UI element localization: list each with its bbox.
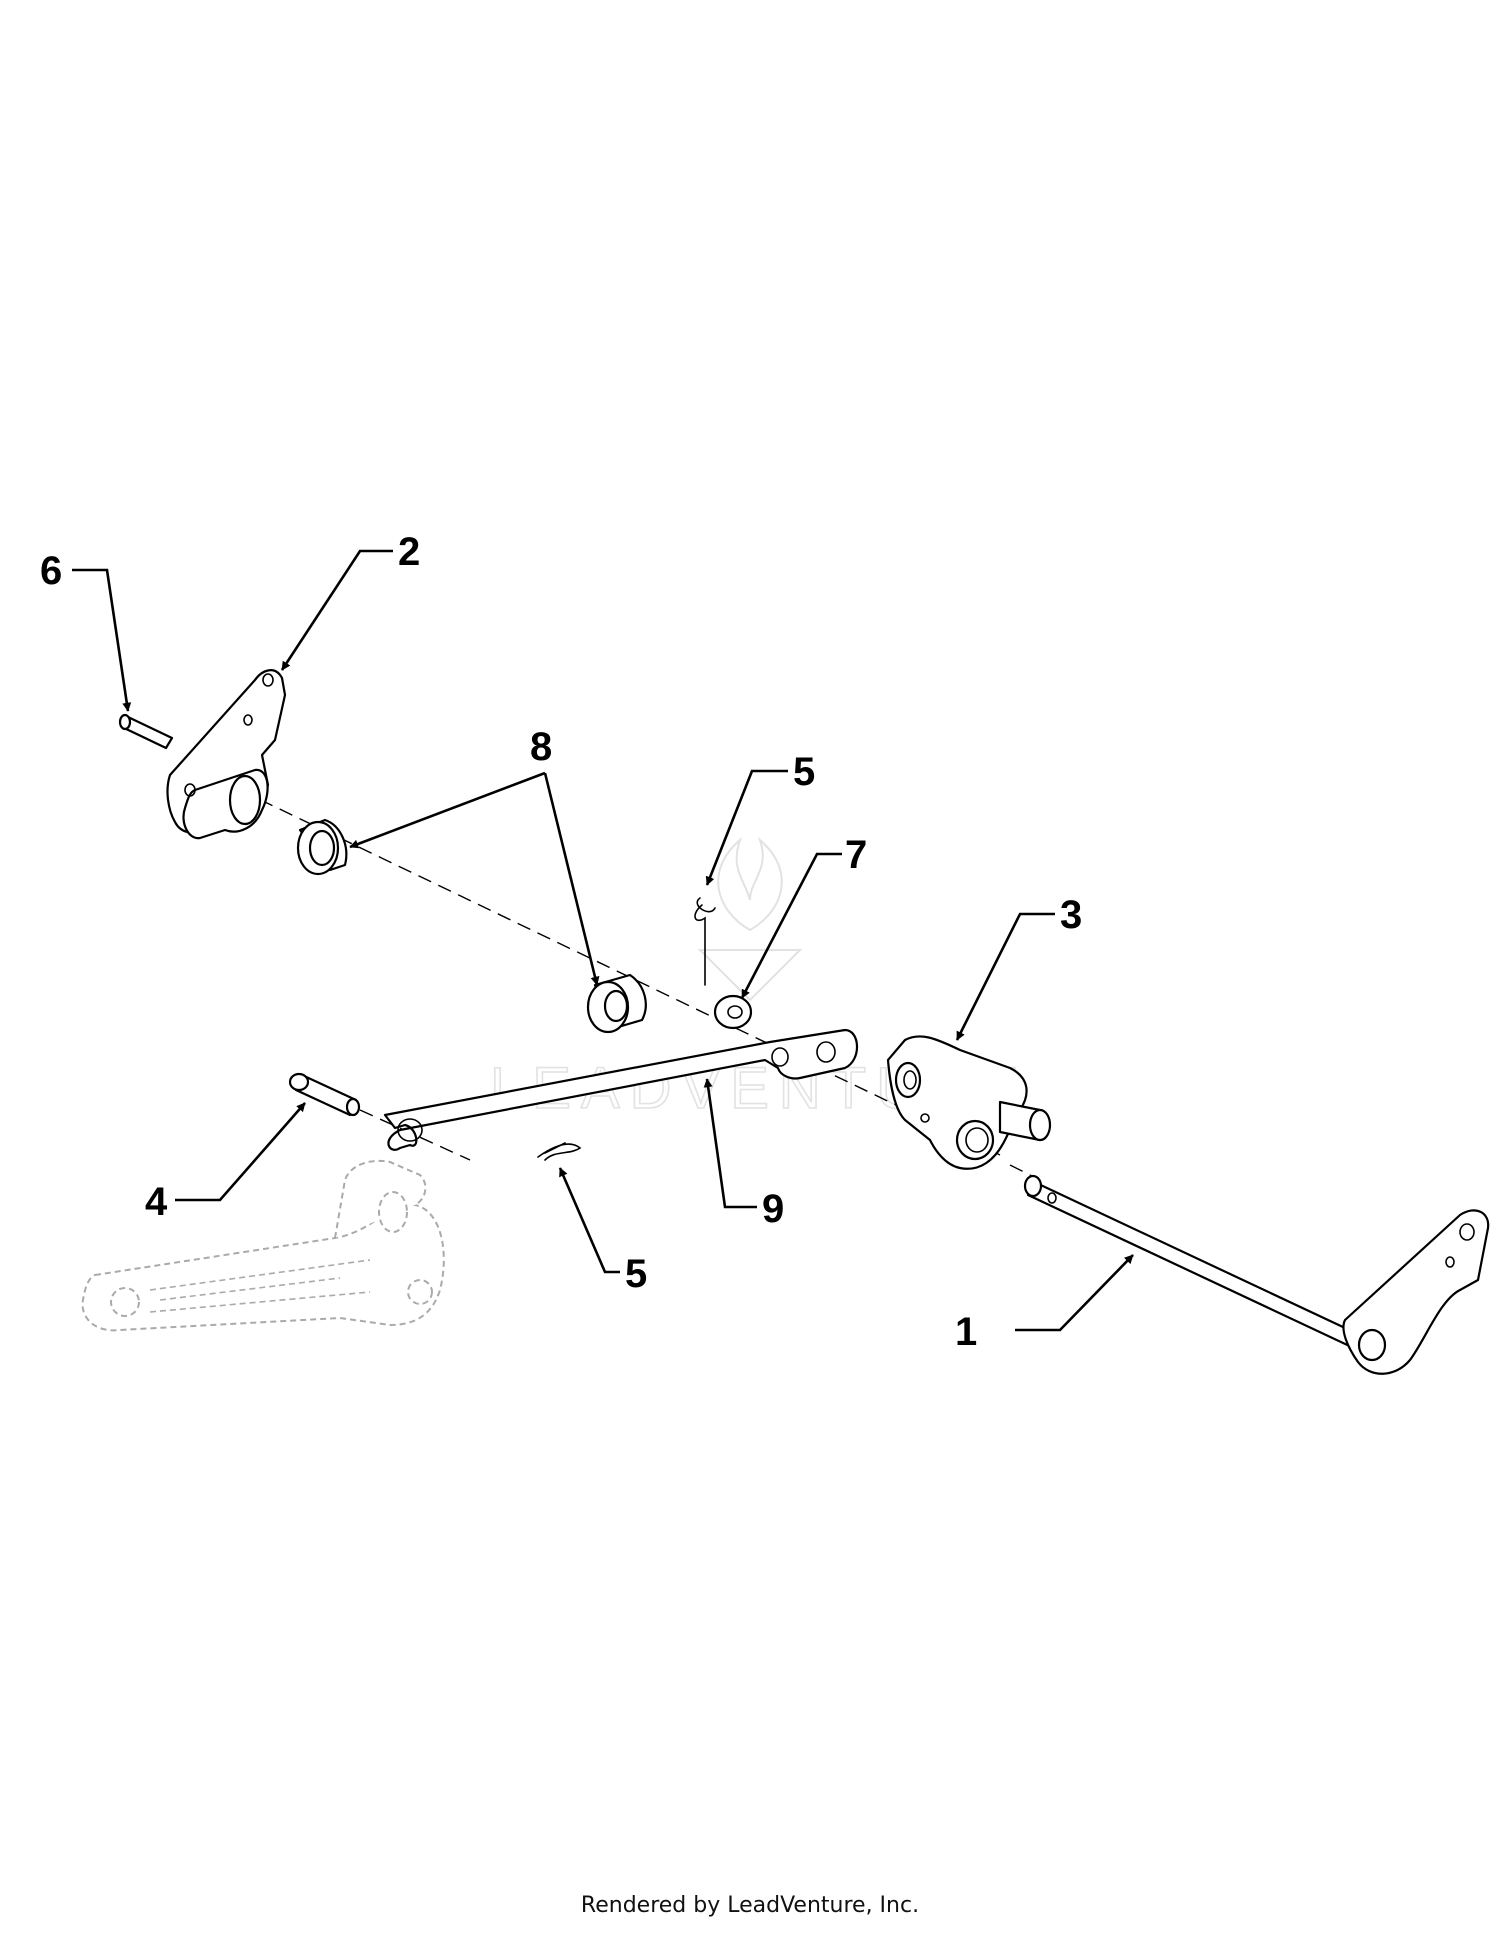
callout-labels: 1 2 3 4 5 5 6 7 8 9 xyxy=(40,530,1082,1354)
part-washer xyxy=(713,994,753,1030)
part-bushing-upper xyxy=(296,818,348,876)
part-bushing-lower xyxy=(586,973,647,1034)
part-small-pin xyxy=(118,713,174,750)
callout-9: 9 xyxy=(762,1187,784,1231)
part-hairpin-clip-upper xyxy=(694,897,716,986)
part-lift-shaft xyxy=(1023,1174,1490,1375)
part-link-rod xyxy=(383,1028,859,1151)
callout-8: 8 xyxy=(530,725,552,769)
part-clevis-pin xyxy=(288,1072,361,1117)
callout-5-upper: 5 xyxy=(793,750,815,794)
watermark-logo-icon xyxy=(697,836,803,1002)
reference-lift-arm-ghost xyxy=(81,1160,445,1332)
callout-leaders xyxy=(72,549,1134,1332)
callout-2: 2 xyxy=(398,530,420,574)
callout-5-lower: 5 xyxy=(625,1252,647,1296)
callout-1: 1 xyxy=(955,1310,977,1354)
part-hairpin-clip-lower xyxy=(537,1142,582,1161)
callout-6: 6 xyxy=(40,549,62,593)
callout-3: 3 xyxy=(1060,893,1082,937)
part-lower-bracket xyxy=(886,1035,1052,1170)
callout-4: 4 xyxy=(145,1180,168,1224)
part-upper-bracket xyxy=(166,669,287,840)
footer-credit: Rendered by LeadVenture, Inc. xyxy=(580,1893,920,1918)
callout-7: 7 xyxy=(845,833,867,877)
